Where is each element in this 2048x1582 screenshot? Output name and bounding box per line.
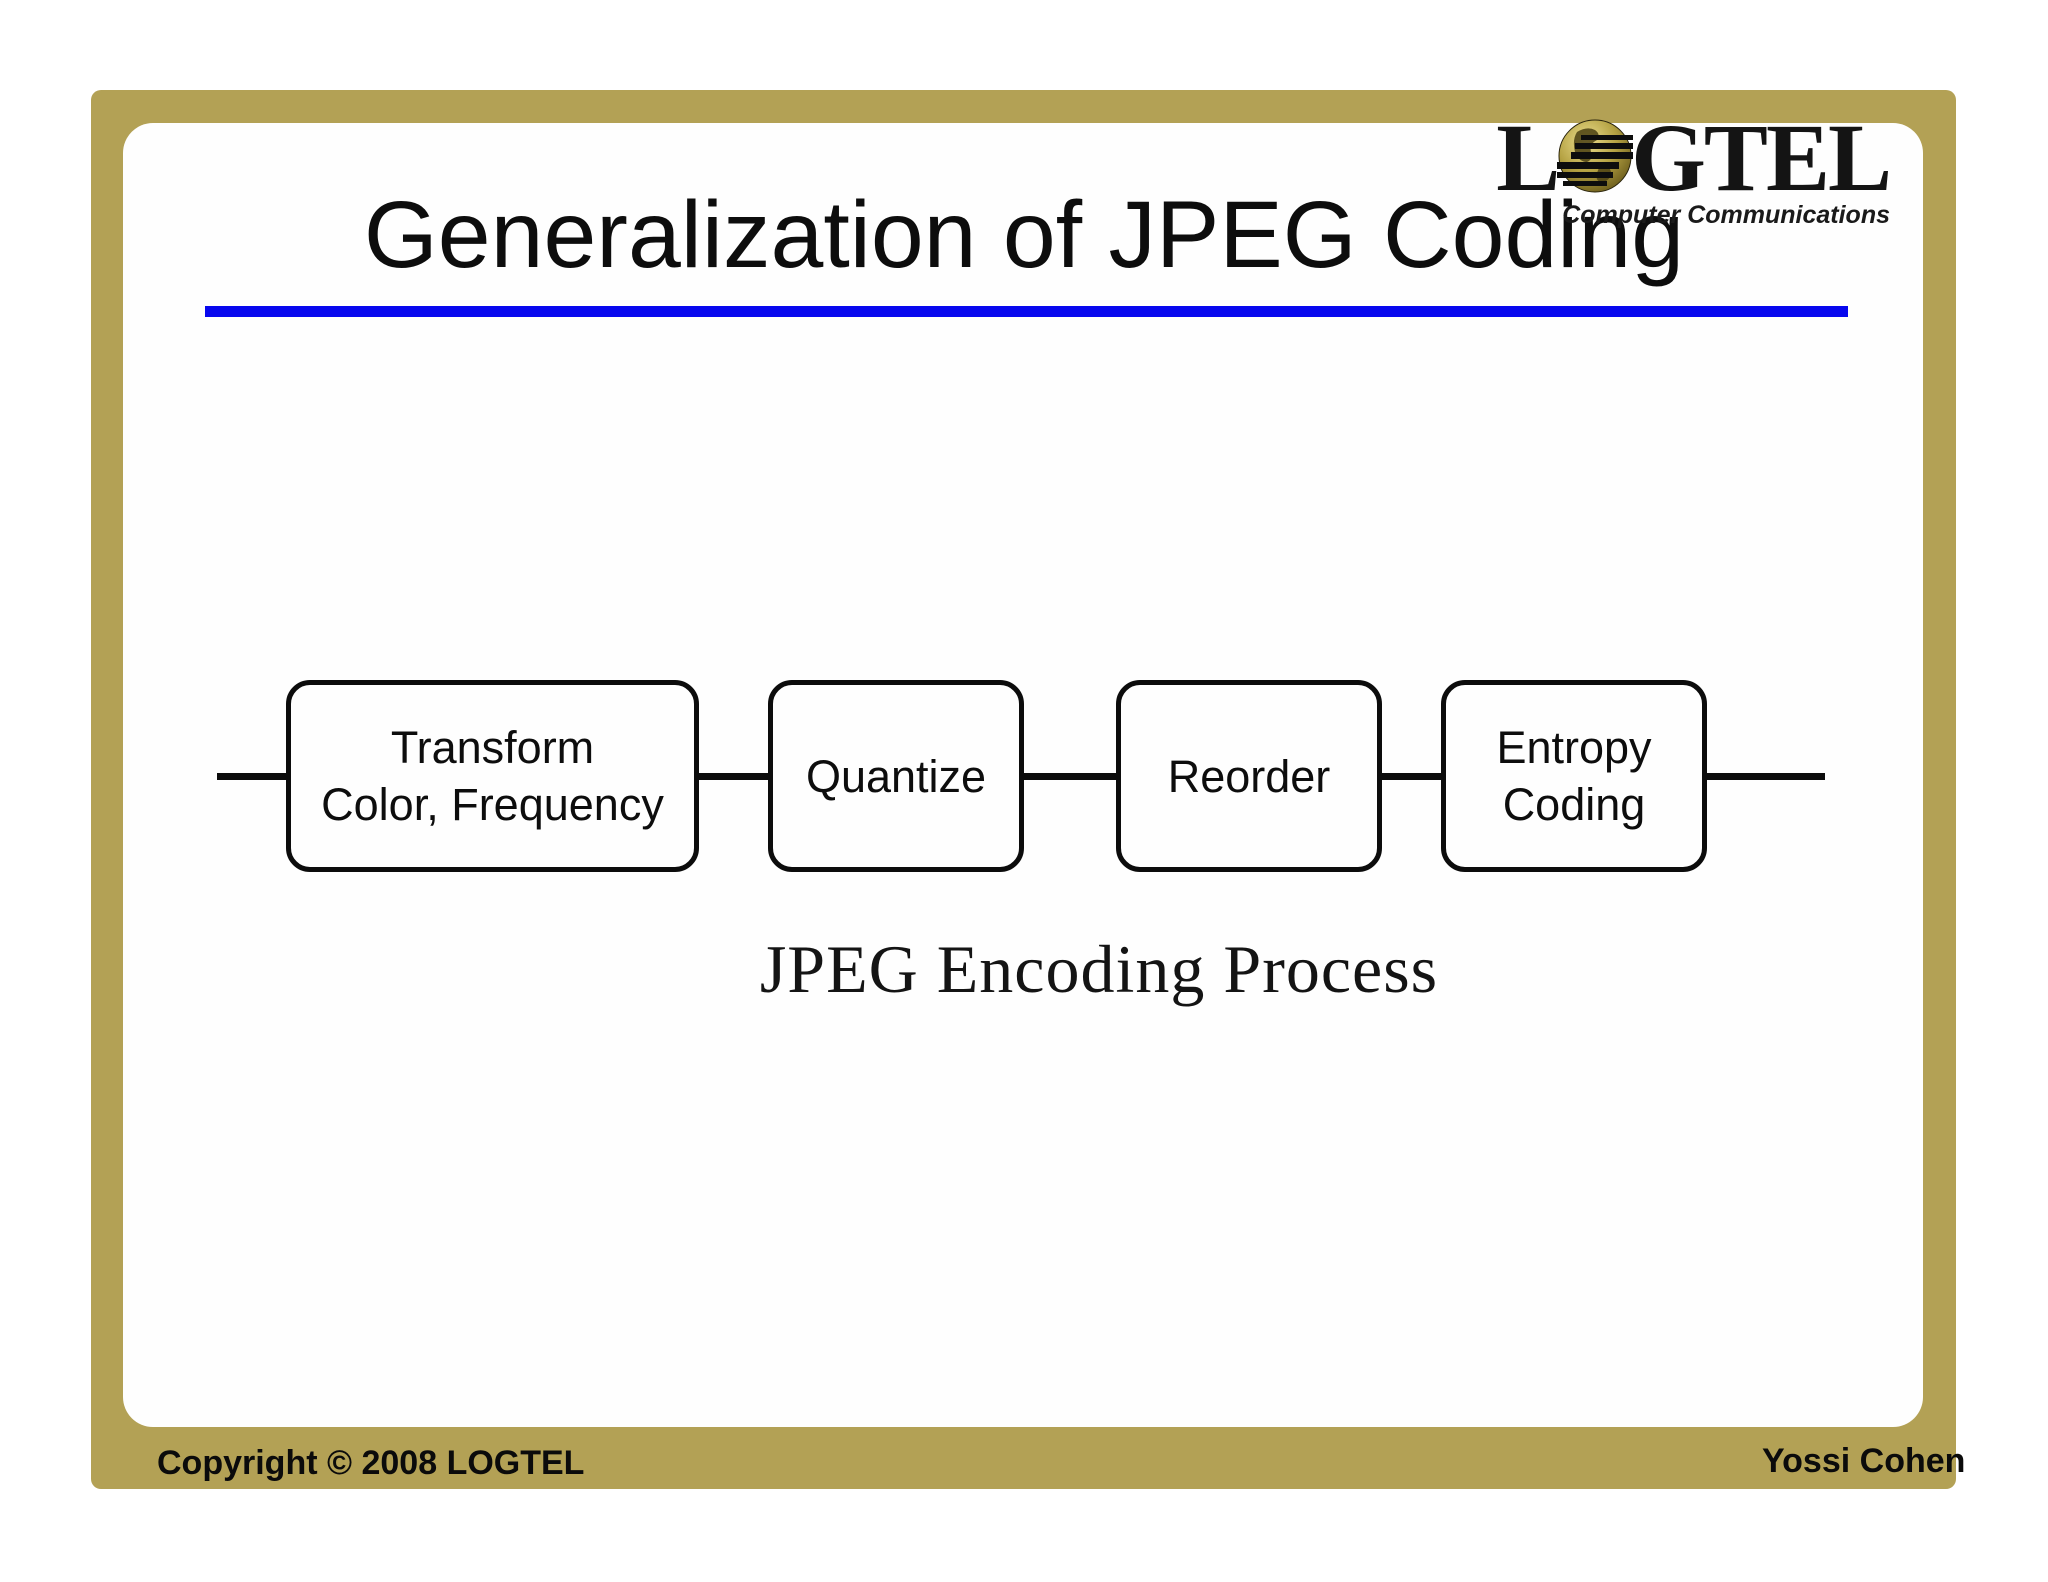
logtel-logo-wordmark: L GTEL	[1496, 104, 1892, 211]
flow-box-label: Transform	[390, 722, 595, 773]
flow-box-label: Entropy	[1496, 722, 1652, 773]
flow-box-label: Quantize	[805, 750, 987, 802]
page-title: Generalization of JPEG Coding	[363, 182, 1685, 288]
diagram-caption: JPEG Encoding Process	[759, 931, 1439, 1007]
author-text: Yossi Cohen	[1762, 1442, 1966, 1480]
flow-box-reorder: Reorder	[1116, 680, 1382, 872]
title-underline-rule	[205, 306, 1848, 317]
logo-tagline: Computer Communications	[1562, 201, 1890, 229]
logo-letter-l: L	[1496, 104, 1560, 211]
flow-box-entropy-coding: Entropy Coding	[1441, 680, 1707, 872]
flow-box-transform: Transform Color, Frequency	[286, 680, 699, 872]
flow-box-quantize: Quantize	[768, 680, 1024, 872]
flow-box-label: Reorder	[1167, 750, 1331, 802]
copyright-text: Copyright © 2008 LOGTEL	[157, 1444, 585, 1482]
globe-icon	[1557, 119, 1634, 193]
flow-box-label: Color, Frequency	[321, 779, 664, 830]
flow-box-label: Coding	[1502, 779, 1646, 830]
logo-letters-gtel: GTEL	[1631, 104, 1892, 211]
logtel-logo: L GTEL Comp	[1496, 104, 1892, 229]
